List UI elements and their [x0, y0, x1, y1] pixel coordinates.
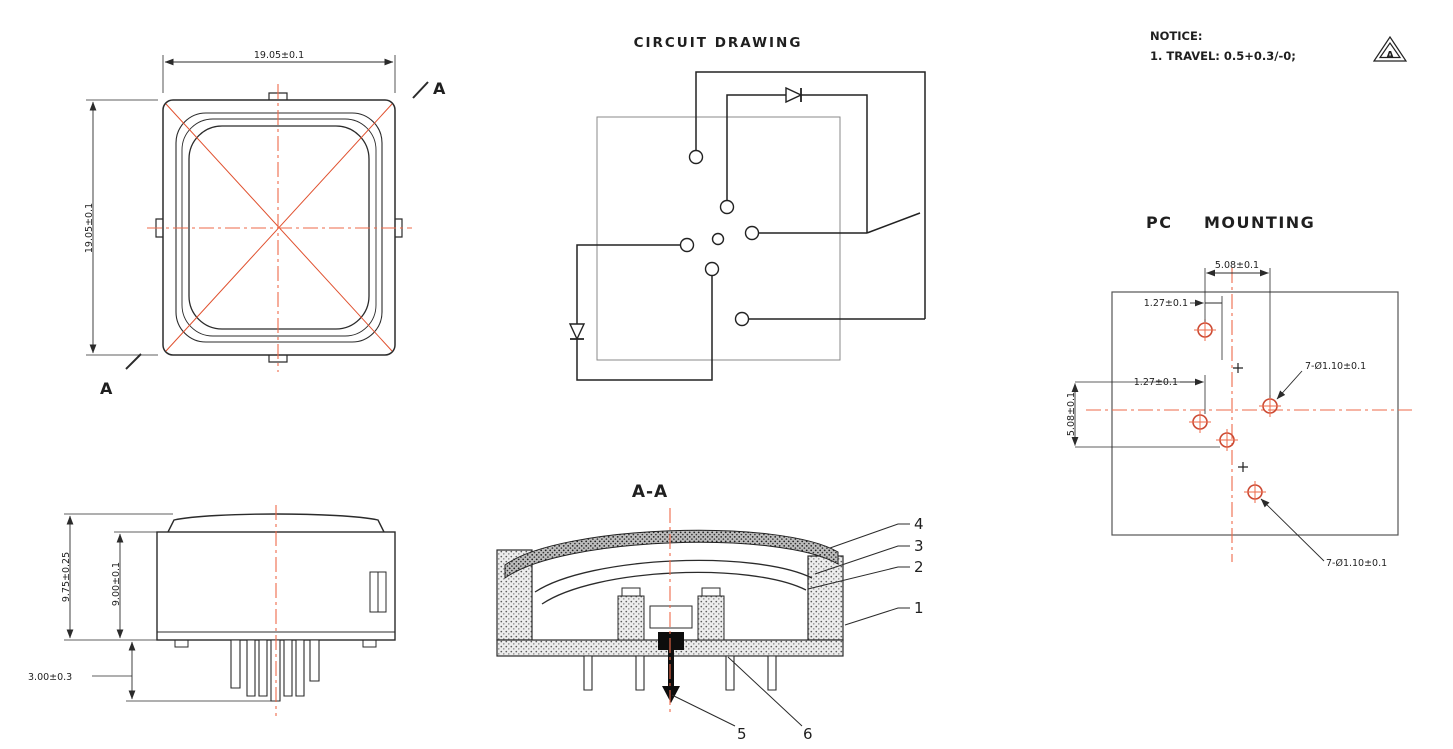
circuit-terminal	[704, 261, 720, 277]
side-view-details	[157, 571, 395, 648]
mounting-hole-crosshairs	[1189, 319, 1281, 503]
pcb-dim-top-offset-label: 1.27±0.1	[1144, 298, 1188, 309]
circuit-drawing: CIRCUIT DRAWING	[568, 35, 926, 381]
section-dome-contacts	[534, 559, 813, 605]
callout-2: 2	[914, 558, 924, 576]
notice-item-1: 1. TRAVEL: 0.5+0.3/-0;	[1150, 49, 1296, 63]
pc-mounting-title-mounting: MOUNTING	[1204, 213, 1315, 232]
section-right-wall	[807, 555, 844, 641]
pcb-centerlines	[1086, 268, 1412, 562]
side-view-dim-pin-label: 3.00±0.3	[28, 672, 72, 683]
section-center-block	[649, 605, 693, 629]
section-title: A-A	[632, 482, 668, 502]
pcb-dim-left-pitch-label: 5.08±0.1	[1066, 392, 1077, 436]
circuit-terminal	[688, 149, 704, 165]
pcb-hole-callout-leader-top	[1276, 370, 1303, 400]
pcb-outline	[1111, 291, 1399, 536]
diode-icon	[568, 323, 586, 341]
pcb-hole-callout-bottom: 7-Ø1.10±0.1	[1326, 558, 1387, 569]
section-keycap-band	[504, 529, 839, 579]
mounting-center-marks	[1233, 363, 1248, 472]
top-view-extension-lines	[86, 55, 396, 356]
pcb-hole-callout-top: 7-Ø1.10±0.1	[1305, 361, 1366, 372]
top-view-dim-height-label: 19.05±0.1	[84, 203, 95, 253]
notice-heading: NOTICE:	[1150, 29, 1202, 43]
circuit-terminal	[719, 199, 735, 215]
pc-mounting-title-pc: PC	[1146, 213, 1172, 232]
top-view-dim-width-label: 19.05±0.1	[254, 50, 304, 61]
section-callout-leaders	[671, 523, 910, 727]
side-view-pins	[230, 639, 320, 702]
revision-flag-triangle-icon	[1372, 35, 1408, 62]
diode-icon	[785, 86, 803, 104]
pc-mounting: PC MOUNTING 5.08±0.1 1.27±0.1 1.27±0.1 5…	[1066, 213, 1412, 569]
circuit-boundary-box	[596, 116, 841, 361]
pcb-extension-lines	[1075, 268, 1271, 448]
section-view: A-A 4 3 2 1 5 6	[496, 482, 924, 743]
section-center-plunger	[658, 632, 684, 703]
circuit-terminal	[734, 311, 750, 327]
diode-cathode-bars	[570, 88, 802, 340]
side-view-dim-body-label: 9.00±0.1	[111, 562, 122, 606]
callout-6: 6	[803, 725, 813, 743]
side-view-dim-total-label: 9.75±0.25	[61, 552, 72, 602]
side-view-extension-lines	[64, 513, 271, 702]
section-label-bottom: A	[100, 379, 113, 398]
circuit-terminal	[679, 237, 695, 253]
section-pins	[583, 655, 777, 691]
top-view-centerlines	[147, 84, 412, 372]
circuit-terminal	[744, 225, 760, 241]
top-view: 19.05±0.1 19.05±0.1 A A	[84, 50, 446, 398]
section-label-top: A	[433, 79, 446, 98]
circuit-title: CIRCUIT DRAWING	[634, 35, 803, 51]
circuit-terminal-center	[711, 232, 725, 246]
section-bolt-heads	[621, 587, 721, 597]
callout-5: 5	[737, 725, 747, 743]
callout-3: 3	[914, 537, 924, 555]
notice: NOTICE: 1. TRAVEL: 0.5+0.3/-0; A	[1150, 29, 1408, 63]
top-view-section-cut-marks	[125, 81, 429, 370]
circuit-wires	[576, 71, 926, 381]
callout-4: 4	[914, 515, 924, 533]
revision-flag-label: A	[1386, 50, 1394, 61]
callout-1: 1	[914, 599, 924, 617]
pcb-dim-top-pitch-label: 5.08±0.1	[1215, 260, 1259, 271]
pcb-hole-callout-leader-bottom	[1260, 498, 1325, 562]
side-view: 9.75±0.25 9.00±0.1 3.00±0.3	[28, 505, 396, 716]
pcb-dim-left-offset-label: 1.27±0.1	[1134, 377, 1178, 388]
